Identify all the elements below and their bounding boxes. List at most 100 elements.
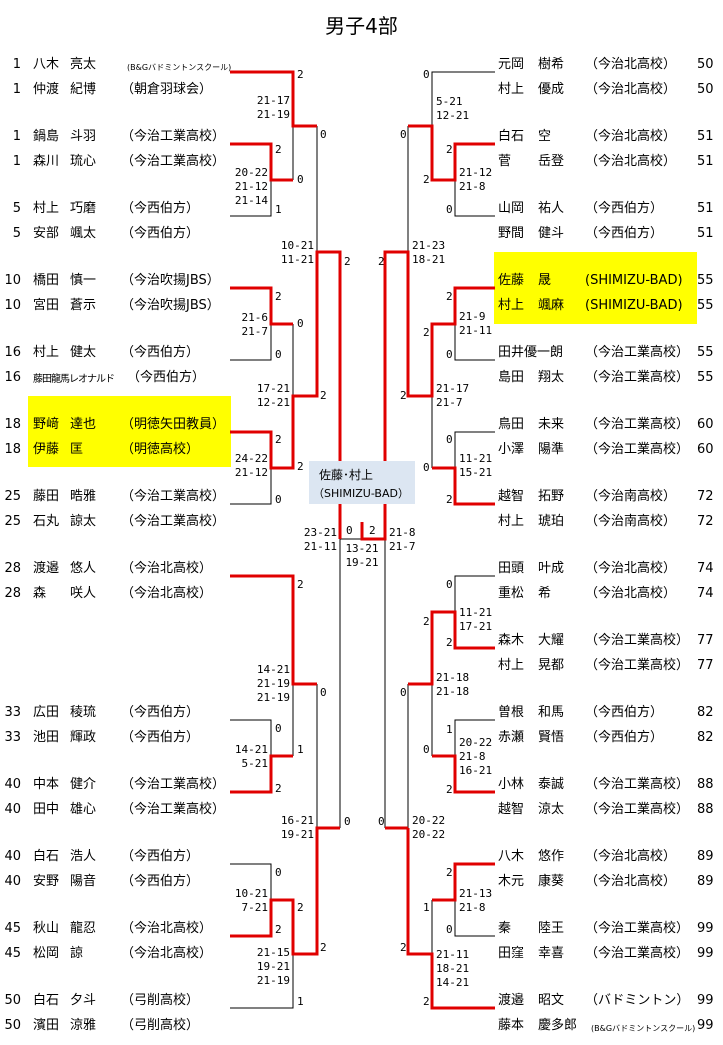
game-score: 21-14 (234, 194, 268, 207)
team-name: (SHIMIZU-BAD) (585, 273, 683, 288)
games-won-bottom: 2 (423, 173, 430, 186)
player-given-name: 達也 (70, 417, 97, 432)
team-name: （今治工業高校） (121, 802, 226, 817)
game-score: 21-13 (459, 887, 493, 900)
player-family-name: 安野 (33, 874, 60, 889)
seed-number: 55 (697, 298, 714, 313)
seed-number: 51 (697, 154, 714, 169)
seed-number: 28 (4, 561, 21, 576)
team-name: （今治工業高校） (585, 777, 690, 792)
game-score: 11-21 (459, 452, 493, 465)
seed-number: 40 (4, 849, 21, 864)
bracket-line (230, 324, 272, 361)
player-family-name: 野﨑 (33, 417, 60, 432)
seed-number: 50 (697, 82, 714, 97)
player-family-name: 八木 (33, 57, 60, 72)
seed-number: 25 (4, 489, 21, 504)
games-won-bottom: 1 (297, 995, 304, 1008)
player-family-name: 渡邉 (33, 561, 60, 576)
team-name: （今治南高校） (585, 514, 677, 529)
team-name: (SHIMIZU-BAD) (585, 298, 683, 313)
player-family-name: 森木 (498, 633, 525, 648)
games-won-bottom: 0 (446, 348, 453, 361)
player-family-name: 山岡 (498, 201, 525, 216)
bracket-line (454, 431, 495, 468)
player-given-name: 咲人 (70, 586, 97, 601)
game-score: 10-21 (280, 239, 314, 252)
player-family-name: 村上 (33, 201, 60, 216)
seed-number: 50 (697, 57, 714, 72)
winner-path-line (230, 826, 340, 956)
game-score: 21-18 (436, 685, 470, 698)
team-name: （今西伯方） (121, 705, 200, 720)
games-won-top: 0 (423, 68, 430, 81)
bracket-line (454, 900, 495, 937)
games-won-bottom: 2 (297, 460, 304, 473)
team-name: （今治工業高校） (121, 777, 226, 792)
seed-number: 5 (12, 201, 21, 216)
player-given-name: 叶成 (538, 561, 565, 576)
player-family-name: 小林 (498, 777, 525, 792)
player-given-name: 康葵 (538, 874, 565, 889)
seed-number: 82 (697, 730, 714, 745)
player-given-name: 輝政 (70, 730, 97, 745)
player-given-name: 健太 (70, 345, 97, 360)
game-score: 20-22 (412, 814, 446, 827)
player-family-name: 元岡 (498, 57, 525, 72)
player-given-name: 樹希 (538, 57, 565, 72)
games-won-top: 2 (275, 290, 282, 303)
seed-number: 1 (12, 129, 21, 144)
team-name: （今治工業高校） (121, 154, 226, 169)
team-name: （今西伯方） (585, 226, 664, 241)
game-score: 21-6 (241, 311, 269, 324)
games-won-top: 0 (297, 317, 304, 330)
team-name: （今治工業高校） (121, 489, 226, 504)
player-family-name: 鳥田 (498, 417, 525, 432)
team-name: （弓削高校） (121, 1018, 200, 1033)
game-score: 19-21 (280, 828, 314, 841)
games-won-bottom: 2 (320, 389, 327, 402)
game-score: 21-17 (436, 382, 470, 395)
game-score: 21-11 (303, 540, 337, 553)
seed-number: 10 (4, 298, 21, 313)
game-score: 21-17 (256, 94, 290, 107)
highlight-box (494, 252, 697, 324)
team-name: （今西伯方） (585, 730, 664, 745)
player-family-name: 菅 (498, 154, 512, 169)
game-score: 21-9 (459, 310, 486, 323)
game-score: 21-19 (256, 974, 290, 987)
winner-path-line (360, 250, 495, 541)
team-name: （明徳高校） (121, 442, 200, 457)
player-given-name: 昭文 (538, 993, 565, 1008)
seed-number: 10 (4, 273, 21, 288)
player-family-name: 石丸 (33, 514, 60, 529)
seed-number: 88 (697, 777, 714, 792)
seed-number: 99 (697, 1018, 714, 1033)
games-won-top: 0 (400, 128, 407, 141)
team-name: （今治北高校） (585, 57, 677, 72)
player-family-name: 鍋島 (33, 129, 60, 144)
games-won-top: 2 (423, 326, 430, 339)
player-family-name: 曽根 (498, 705, 525, 720)
player-family-name: 村上 (33, 345, 60, 360)
seed-number: 74 (697, 561, 714, 576)
champion-team: （SHIMIZU-BAD） (313, 487, 409, 500)
games-won-bottom: 2 (369, 524, 376, 537)
team-name: （今治工業高校） (585, 442, 690, 457)
games-won-bottom: 2 (275, 782, 282, 795)
games-won-top: 1 (423, 901, 430, 914)
seed-number: 51 (697, 226, 714, 241)
player-given-name: 希 (538, 586, 552, 601)
player-family-name: 中本 (33, 777, 60, 792)
player-given-name: 琉心 (70, 154, 97, 169)
team-name: （今治工業高校） (121, 514, 226, 529)
champion-names: 佐藤･村上 (319, 468, 374, 482)
